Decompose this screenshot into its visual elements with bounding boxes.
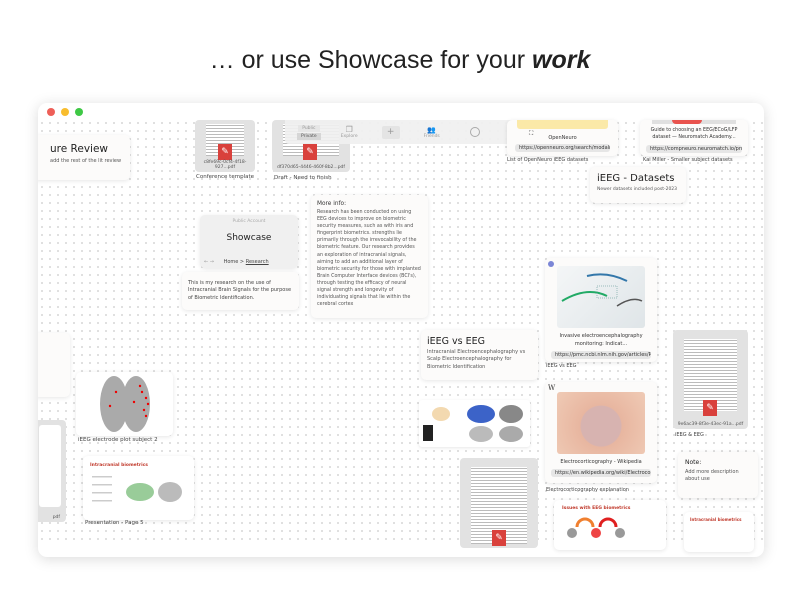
pdf-card[interactable]: ✎ — [460, 458, 538, 548]
maximize-button[interactable] — [75, 108, 83, 116]
slide-card-intracranial[interactable]: Intracranial biometrics — [684, 512, 754, 552]
pdf-card[interactable]: pdf — [38, 420, 66, 522]
ecog-image — [557, 392, 645, 454]
note-card-lit-review[interactable]: ure Review add the rest of the lit revie… — [38, 135, 130, 180]
link-card-wikipedia[interactable]: W Electrocorticography - Wikipedia https… — [545, 382, 657, 483]
toolbar: Public Private ❐Explore + 👥Friends — [285, 120, 520, 144]
app-window: ure Review add the rest of the lit revie… — [38, 103, 764, 557]
explore-button[interactable]: ❐Explore — [340, 125, 358, 139]
brain-electrode-image — [100, 376, 150, 432]
description-card[interactable]: This is my research on the use of Intrac… — [182, 272, 299, 310]
pdf-card[interactable]: ✎ c8fe69c-0cf4-4f18-927...pdf — [195, 120, 255, 172]
pdf-icon: ✎ — [492, 530, 506, 546]
note-card-datasets[interactable]: iEEG - Datasets Newer datasets included … — [590, 167, 686, 203]
close-button[interactable] — [47, 108, 55, 116]
image-card-electrode-plot[interactable] — [76, 372, 173, 436]
pdf-card[interactable]: ✎ 9e6ac39-8f3e-43ec-91a...pdf — [673, 330, 748, 429]
explore-icon: ❐ — [345, 125, 353, 134]
note-card-more-info[interactable]: More info: Research has been conducted o… — [311, 195, 428, 318]
minimize-button[interactable] — [61, 108, 69, 116]
site-icon — [548, 261, 554, 267]
note-card-note[interactable]: Note: Add more description about use — [678, 452, 758, 498]
pdf-icon: ✎ — [218, 144, 232, 160]
link-card-openneuro[interactable]: ⛶ OpenNeuro https://openneuro.org/search… — [507, 120, 618, 156]
add-button[interactable]: + — [381, 125, 400, 139]
slide-card-issues[interactable]: Issues with EEG biometrics — [554, 500, 666, 550]
figure-image[interactable] — [419, 400, 530, 447]
partial-card[interactable] — [38, 333, 70, 397]
page-heading: … or use Showcase for your work — [209, 46, 591, 74]
pdf-icon: ✎ — [703, 400, 717, 416]
pdf-icon: ✎ — [303, 144, 317, 160]
scan-icon: ⛶ — [529, 130, 534, 137]
note-card-ieeg-vs-eeg[interactable]: iEEG vs EEG Intracranial Electroencephal… — [421, 330, 538, 380]
public-toggle[interactable]: Public — [298, 124, 320, 132]
link-card-kai-miller[interactable]: Guide to choosing an EEG/ECoG/LFP datase… — [640, 120, 748, 156]
electrode-image — [557, 266, 645, 328]
avatar-icon[interactable] — [469, 127, 480, 137]
showcase-card[interactable]: Public Account Showcase ← → Home > Resea… — [200, 215, 298, 268]
slide-card-presentation[interactable]: Intracranial biometrics — [83, 456, 194, 520]
private-toggle[interactable]: Private — [297, 132, 321, 140]
back-forward-icon[interactable]: ← → — [204, 259, 214, 265]
friends-button[interactable]: 👥Friends — [423, 125, 440, 139]
friends-icon: 👥 — [427, 125, 437, 134]
link-card-invasive-eeg[interactable]: Invasive electroencephalography monitori… — [545, 258, 657, 362]
